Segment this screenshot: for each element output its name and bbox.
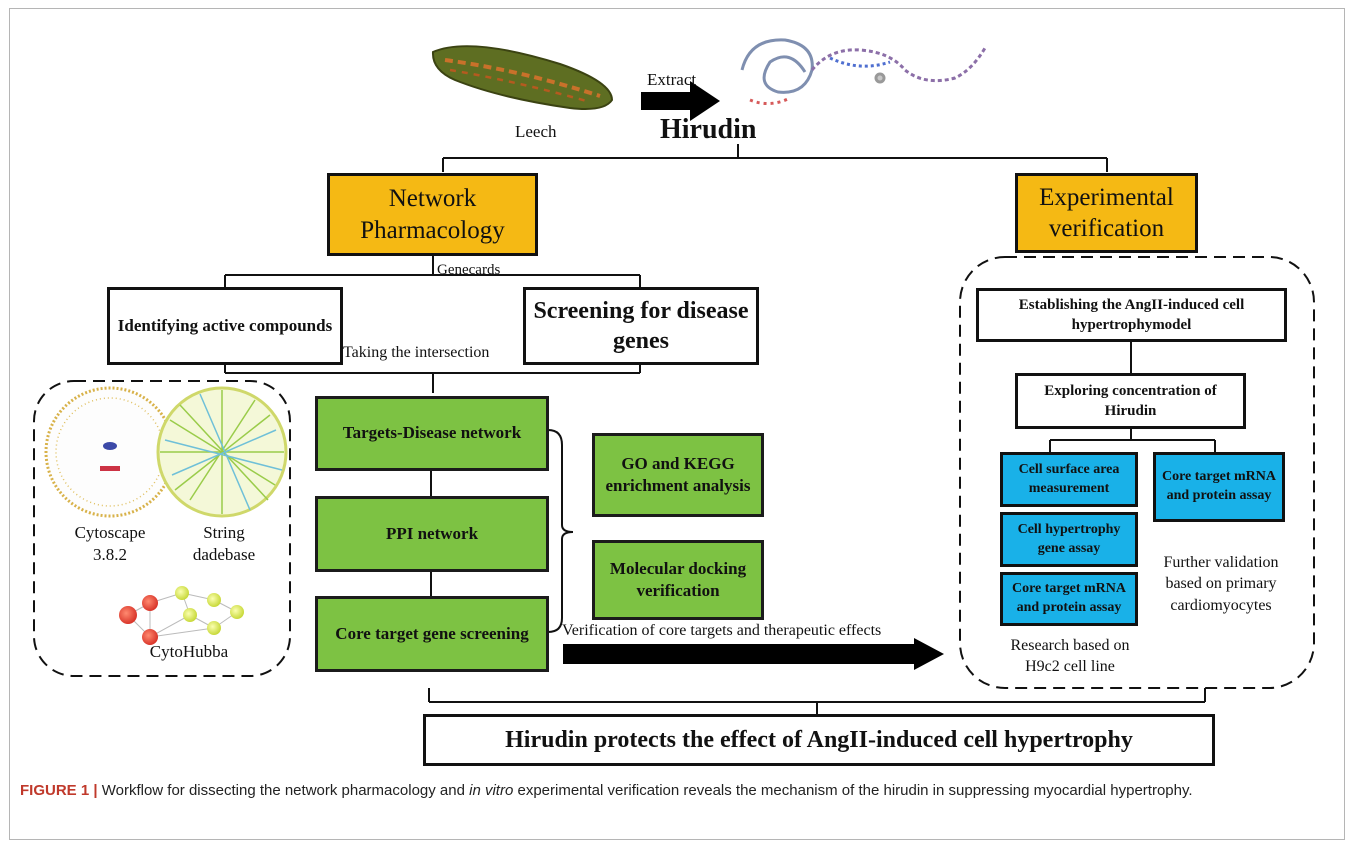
go-kegg-analysis-box: GO and KEGG enrichment analysis — [592, 433, 764, 517]
conclusion-box: Hirudin protects the effect of AngII-ind… — [423, 714, 1215, 766]
exploring-concentration-box: Exploring concentration of Hirudin — [1015, 373, 1246, 429]
verification-arrow — [563, 638, 944, 670]
figure-caption: FIGURE 1 | Workflow for dissecting the n… — [20, 780, 1310, 803]
experimental-verification-header: Experimental verification — [1015, 173, 1198, 253]
cytohubba-network-illustration — [119, 586, 244, 645]
verification-label: Verification of core targets and therape… — [562, 622, 882, 639]
extract-label: Extract — [647, 70, 697, 89]
leech-label: Leech — [515, 122, 557, 141]
string-network-illustration — [156, 386, 288, 518]
caption-italic: in vitro — [469, 782, 514, 799]
caption-text-before: Workflow for dissecting the network phar… — [97, 782, 470, 799]
cell-surface-area-box: Cell surface area measurement — [1000, 452, 1138, 507]
core-target-gene-screening-box: Core target gene screening — [315, 596, 549, 672]
h9c2-label: Research based on H9c2 cell line — [1010, 637, 1130, 675]
core-target-h9c2-box: Core target mRNA and protein assay — [1000, 572, 1138, 626]
network-pharmacology-header: Network Pharmacology — [327, 173, 538, 256]
taking-intersection-label: Taking the intersection — [343, 344, 490, 362]
genecards-label: Genecards — [437, 262, 501, 278]
targets-disease-network-box: Targets-Disease network — [315, 396, 549, 471]
hirudin-molecule-illustration — [740, 38, 987, 105]
tools-dashed-region — [33, 380, 291, 677]
cytoscape-network-illustration — [44, 386, 176, 518]
identifying-active-compounds-box: Identifying active compounds — [107, 287, 343, 365]
establishing-model-box: Establishing the AngII-induced cell hype… — [976, 288, 1287, 342]
molecular-docking-box: Molecular docking verification — [592, 540, 764, 620]
screening-disease-genes-box: Screening for disease genes — [523, 287, 759, 365]
ppi-network-box: PPI network — [315, 496, 549, 572]
cell-hypertrophy-gene-box: Cell hypertrophy gene assay — [1000, 512, 1138, 567]
figure-label: FIGURE 1 | — [20, 782, 98, 799]
cytohubba-label: CytoHubba — [149, 642, 229, 661]
cytoscape-label: Cytoscape 3.8.2 — [74, 522, 146, 564]
hirudin-title: Hirudin — [660, 114, 757, 145]
caption-text-after: experimental verification reveals the me… — [513, 782, 1193, 799]
experiment-dashed-region — [959, 256, 1315, 689]
string-database-label: String dadebase — [192, 522, 256, 564]
primary-cardiomyocytes-label: Further validation based on primary card… — [1163, 553, 1279, 614]
leech-illustration — [431, 45, 614, 110]
core-target-primary-box: Core target mRNA and protein assay — [1153, 452, 1285, 522]
extract-arrow — [641, 81, 720, 121]
